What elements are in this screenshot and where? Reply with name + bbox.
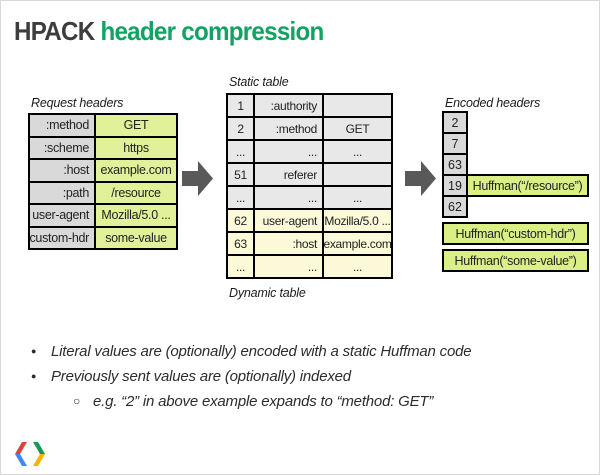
table-row: user-agent Mozilla/5.0 ...: [30, 203, 176, 226]
header-value-cell: GET: [324, 118, 391, 139]
header-name-cell: :path: [30, 182, 96, 203]
encoded-index-cell: 62: [442, 195, 468, 218]
encoded-literal-cell: Huffman(“some-value”): [442, 249, 589, 272]
header-name-cell: :method: [255, 118, 324, 139]
table-row: :method GET: [30, 115, 176, 136]
header-name-cell: user-agent: [255, 210, 324, 231]
bullet-text: Literal values are (optionally) encoded …: [51, 343, 472, 360]
header-value-cell: example.com: [96, 160, 176, 181]
header-name-cell: referer: [255, 164, 324, 185]
header-name-cell: ...: [255, 187, 324, 208]
header-name-cell: :scheme: [30, 137, 96, 158]
title-highlight: header compression: [100, 16, 324, 46]
index-cell: ...: [228, 256, 255, 277]
table-row: ... ... ...: [228, 185, 391, 208]
encoded-headers-label: Encoded headers: [445, 96, 540, 110]
header-name-cell: custom-hdr: [30, 227, 96, 248]
header-name-cell: :host: [30, 160, 96, 181]
encoded-row: 62: [442, 195, 589, 218]
bullet-item: Literal values are (optionally) encoded …: [31, 340, 571, 365]
table-row: 62 user-agent Mozilla/5.0 ...: [228, 208, 391, 231]
table-row: 51 referer: [228, 162, 391, 185]
header-value-cell: [324, 95, 391, 116]
encoded-row: 63: [442, 153, 589, 176]
index-cell: ...: [228, 141, 255, 162]
encoded-row: 19 Huffman(“/resource”): [442, 174, 589, 197]
google-developers-logo-icon: [15, 442, 45, 466]
request-headers-label: Request headers: [31, 96, 124, 110]
table-row: :scheme https: [30, 135, 176, 158]
header-value-cell: [324, 164, 391, 185]
encoded-literal-cell: Huffman(“custom-hdr”): [442, 222, 589, 245]
header-name-cell: :authority: [255, 95, 324, 116]
request-headers-table: :method GET :scheme https :host example.…: [28, 113, 178, 250]
static-dynamic-table: 1 :authority 2 :method GET ... ... ... 5…: [226, 93, 393, 279]
bullet-item: e.g. “2” in above example expands to “me…: [31, 390, 571, 414]
encoded-headers-stack: 2 7 63 19 Huffman(“/resource”) 62: [442, 111, 589, 272]
encoded-index-cell: 2: [442, 111, 468, 134]
bullet-list: Literal values are (optionally) encoded …: [31, 340, 571, 414]
encoded-index-cell: 7: [442, 132, 468, 155]
encoded-row: Huffman(“some-value”): [442, 249, 589, 272]
encoded-literal-cell: Huffman(“/resource”): [466, 174, 589, 197]
table-row: 63 :host example.com: [228, 231, 391, 254]
bullet-text: Previously sent values are (optionally) …: [51, 368, 351, 385]
header-value-cell: /resource: [96, 182, 176, 203]
encoded-row: Huffman(“custom-hdr”): [442, 222, 589, 245]
index-cell: 2: [228, 118, 255, 139]
index-cell: 63: [228, 233, 255, 254]
encoded-row: 2: [442, 111, 589, 134]
table-row: 2 :method GET: [228, 116, 391, 139]
dynamic-table-label: Dynamic table: [229, 286, 306, 300]
header-value-cell: https: [96, 137, 176, 158]
bullet-marker-icon: [73, 390, 93, 414]
right-arrow-icon: [405, 161, 436, 196]
index-cell: 51: [228, 164, 255, 185]
header-value-cell: ...: [324, 187, 391, 208]
bullet-text: e.g. “2” in above example expands to “me…: [93, 393, 434, 410]
index-cell: 62: [228, 210, 255, 231]
right-arrow-icon: [182, 161, 213, 196]
bullet-marker-icon: [31, 340, 51, 365]
header-value-cell: some-value: [96, 227, 176, 248]
header-value-cell: Mozilla/5.0 ...: [324, 210, 391, 231]
static-table-label: Static table: [229, 75, 289, 89]
bullet-item: Previously sent values are (optionally) …: [31, 365, 571, 390]
header-name-cell: :method: [30, 115, 96, 136]
table-row: :host example.com: [30, 158, 176, 181]
header-value-cell: ...: [324, 141, 391, 162]
header-value-cell: example.com: [324, 233, 391, 254]
header-name-cell: user-agent: [30, 205, 96, 226]
header-name-cell: :host: [255, 233, 324, 254]
encoded-index-cell: 19: [442, 174, 468, 197]
table-row: :path /resource: [30, 180, 176, 203]
title-prefix: HPACK: [14, 16, 101, 46]
table-row: ... ... ...: [228, 254, 391, 277]
bullet-marker-icon: [31, 365, 51, 390]
header-name-cell: ...: [255, 141, 324, 162]
header-value-cell: ...: [324, 256, 391, 277]
table-row: custom-hdr some-value: [30, 225, 176, 248]
index-cell: ...: [228, 187, 255, 208]
header-name-cell: ...: [255, 256, 324, 277]
header-value-cell: Mozilla/5.0 ...: [96, 205, 176, 226]
table-row: ... ... ...: [228, 139, 391, 162]
table-row: 1 :authority: [228, 95, 391, 116]
encoded-index-cell: 63: [442, 153, 468, 176]
page-title: HPACK header compression: [14, 16, 324, 47]
encoded-row: 7: [442, 132, 589, 155]
header-value-cell: GET: [96, 115, 176, 136]
index-cell: 1: [228, 95, 255, 116]
